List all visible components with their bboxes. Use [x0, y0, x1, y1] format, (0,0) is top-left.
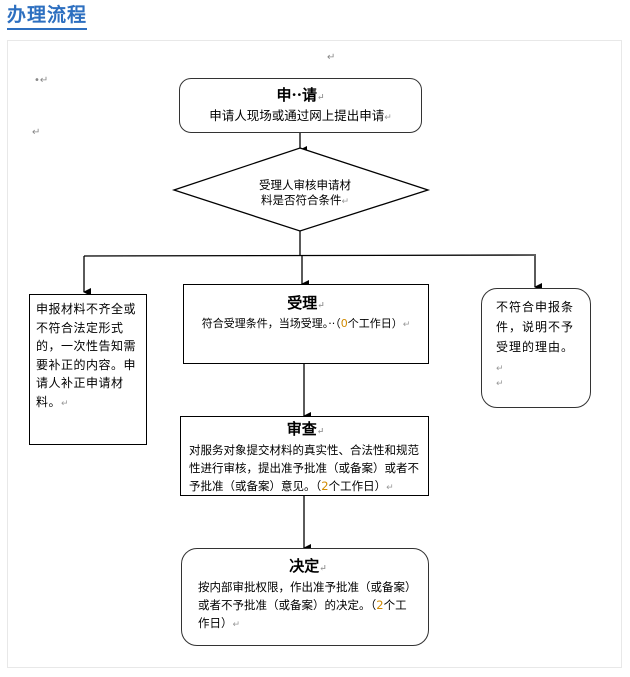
step-apply-text: 申请人现场或通过网上提出申请↵: [209, 108, 392, 123]
step-reject: 不符合申报条件，说明不予受理的理由。↵ ↵: [481, 288, 591, 408]
paragraph-mark: ↵: [32, 127, 41, 138]
step-decision-text: 按内部审批权限，作出准予批准（或备案）或者不予批准（或备案）的决定。（2个工作日…: [198, 580, 417, 630]
step-decision: 决定↵ 按内部审批权限，作出准予批准（或备案）或者不予批准（或备案）的决定。（2…: [181, 548, 429, 646]
paragraph-mark: ↵: [496, 379, 504, 389]
step-accept-text: 符合受理条件，当场受理。··（0个工作日）↵: [201, 317, 411, 330]
step-incomplete: 申报材料不齐全或不符合法定形式的，一次性告知需要补正的内容。申请人补正申请材料。…: [29, 294, 147, 445]
flowchart-frame: [7, 40, 622, 668]
step-apply: 申··请↵ 申请人现场或通过网上提出申请↵: [179, 78, 422, 133]
step-review-text: 对服务对象提交材料的真实性、合法性和规范性进行审核，提出准予批准（或备案）或者不…: [189, 443, 419, 493]
step-accept: 受理↵ 符合受理条件，当场受理。··（0个工作日）↵: [183, 284, 429, 364]
step-accept-title: 受理↵: [287, 294, 325, 312]
step-decision-title: 决定↵: [289, 557, 327, 575]
paragraph-mark: ↵: [327, 52, 336, 63]
connector-branch: [83, 254, 537, 257]
step-apply-title: 申··请↵: [276, 86, 325, 104]
page-title: 办理流程: [7, 4, 88, 30]
step-incomplete-text: 申报材料不齐全或不符合法定形式的，一次性告知需要补正的内容。申请人补正申请材料。…: [36, 302, 137, 409]
step-reject-text: 不符合申报条件，说明不予受理的理由。↵: [496, 300, 575, 374]
step-review: 审查↵ 对服务对象提交材料的真实性、合法性和规范性进行审核，提出准予批准（或备案…: [180, 416, 429, 496]
step-review-title: 审查↵: [286, 420, 325, 438]
step-check-text: 受理人审核申请材 料是否符合条件↵: [259, 178, 351, 207]
paragraph-mark: •↵: [34, 75, 49, 86]
